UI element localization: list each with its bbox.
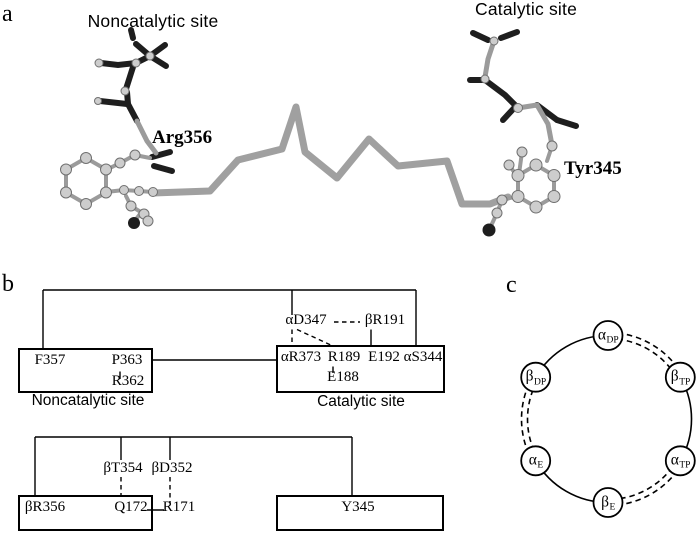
catalytic-box-caption: Catalytic site — [317, 393, 405, 410]
node-alpha-e — [520, 445, 552, 477]
panel-c-label: c — [506, 272, 517, 298]
y345-box — [276, 495, 444, 531]
residue-br191: βR191 — [364, 312, 406, 328]
panel-a-label: a — [2, 1, 13, 27]
map2-solid-lines — [34, 436, 353, 511]
dark-atom — [482, 223, 496, 237]
residue-bd352: βD352 — [151, 460, 193, 476]
noncatalytic-box-caption: Noncatalytic site — [31, 392, 145, 409]
residue-r362: R362 — [111, 373, 145, 389]
node-alpha-dp — [592, 320, 624, 351]
catalytic-cluster — [467, 29, 579, 237]
ring-solid-arcs — [535, 334, 693, 504]
residue-as344: αS344 — [403, 349, 443, 365]
panel-b-label: b — [2, 271, 14, 297]
atom-balls — [480, 36, 561, 219]
residue-e188: E188 — [327, 369, 359, 385]
arg356-label: Arg356 — [152, 127, 213, 148]
residue-r171: R171 — [162, 499, 196, 515]
atom-balls — [60, 51, 158, 227]
subunit-label-alpha-dp: αDP — [597, 325, 619, 346]
residue-r189: R189 — [327, 349, 361, 365]
residue-e192: E192 — [368, 349, 400, 365]
subunit-label-beta-e: βE — [601, 492, 616, 513]
subunit-nodes — [520, 320, 696, 518]
residue-p363: P363 — [111, 352, 143, 368]
node-beta-tp — [664, 361, 696, 393]
backbone-chain — [149, 103, 512, 208]
subunit-label-beta-tp: βTP — [670, 367, 691, 387]
noncatalytic-site-box — [18, 348, 153, 393]
subunit-label-alpha-e: αE — [528, 451, 544, 471]
map1-solid-lines — [42, 289, 417, 379]
node-beta-dp — [520, 361, 552, 393]
residue-f357: F357 — [34, 352, 66, 368]
tyr345-label: Tyr345 — [564, 158, 622, 179]
node-beta-e — [592, 487, 624, 518]
ring-double-dashed-arcs — [520, 331, 684, 507]
node-alpha-tp — [664, 445, 696, 477]
catalytic-site-box — [276, 345, 445, 393]
residue-y345: Y345 — [341, 499, 375, 515]
catalytic-site-title: Catalytic site — [475, 0, 577, 19]
residue-br356: βR356 — [24, 499, 66, 515]
noncatalytic-cluster — [60, 27, 175, 229]
residue-ar373: αR373 — [280, 349, 322, 365]
molecule-render — [60, 27, 579, 237]
interaction-diagram — [18, 289, 445, 531]
map1-dashed-lines — [291, 321, 360, 347]
subunit-label-beta-dp: βDP — [525, 367, 547, 387]
residue-ad347: αD347 — [285, 312, 327, 328]
subunit-label-alpha-tp: αTP — [670, 451, 691, 471]
residue-q172: Q172 — [114, 499, 148, 515]
subunit-ring — [520, 320, 696, 518]
residue-bt354: βT354 — [103, 460, 143, 476]
dark-atom — [128, 217, 140, 229]
phenyl-ring — [64, 156, 108, 206]
map2-dashed-lines — [120, 477, 171, 503]
noncatalytic-site-title: Noncatalytic site — [87, 11, 219, 31]
beta-r356-box — [18, 495, 153, 531]
